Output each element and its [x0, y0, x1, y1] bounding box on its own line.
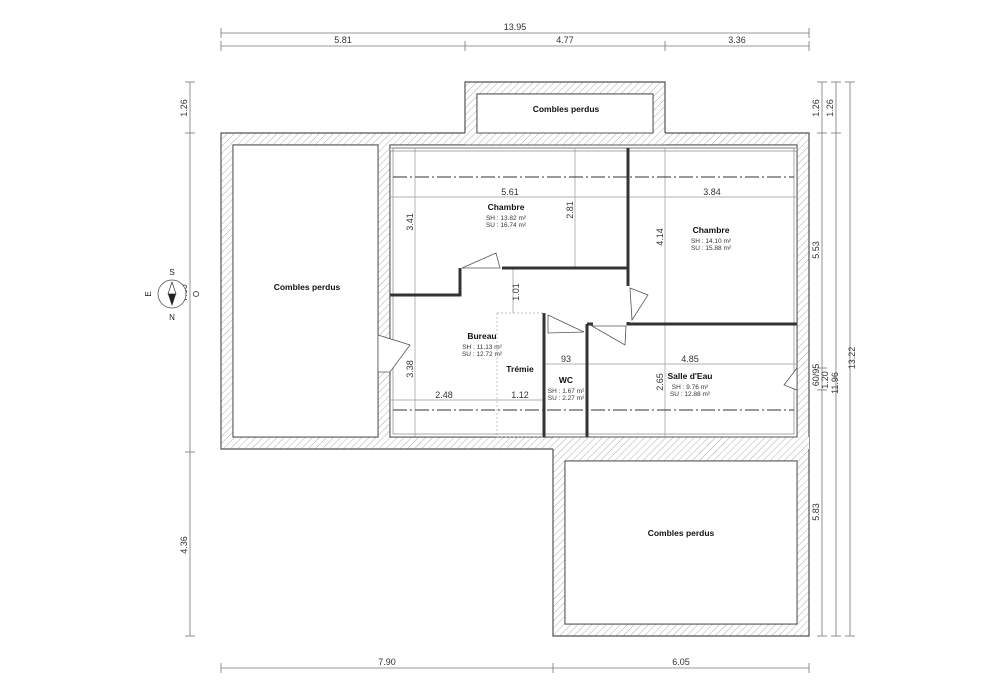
room-salle-eau: Salle d'Eau [667, 371, 712, 381]
dim-inner-338: 3.38 [405, 360, 415, 378]
dim-top-total: 13.95 [504, 22, 527, 32]
doors [377, 252, 798, 391]
dim-inner-414: 4.14 [655, 228, 665, 246]
dim-right-a3: 60/95 [811, 364, 821, 387]
room-chambre-2-sh: SH : 14.10 m² [691, 238, 732, 245]
compass-n: N [169, 313, 175, 322]
door-window-right [783, 366, 798, 391]
room-chambre-1-sh: SH : 13.82 m² [486, 215, 527, 222]
dim-right-a5: 5.83 [811, 503, 821, 521]
room-combles-bottom: Combles perdus [648, 528, 715, 538]
room-bureau: Bureau [467, 331, 496, 341]
dim-left-1: 1.26 [179, 99, 189, 117]
compass-e: E [144, 291, 153, 296]
room-bureau-sh: SH : 11.13 m² [462, 344, 502, 351]
dim-right-b2: 11.96 [830, 372, 840, 394]
dim-right-a1: 1.26 [811, 99, 821, 117]
compass-s: S [169, 268, 174, 277]
room-wc: WC [559, 375, 573, 385]
door-chambre1 [461, 252, 501, 269]
dim-bottom-2: 6.05 [672, 657, 690, 667]
dim-right-c: 13.22 [847, 347, 857, 370]
exterior-dimension-lines [185, 28, 855, 673]
dim-inner-248: 2.48 [435, 390, 453, 400]
room-combles-left: Combles perdus [274, 282, 341, 292]
room-combles-top: Combles perdus [533, 104, 600, 114]
compass-o: O [191, 291, 200, 297]
dim-top-1: 5.81 [334, 35, 352, 45]
dim-inner-281: 2.81 [565, 201, 575, 219]
dim-inner-93: 93 [561, 354, 571, 364]
dim-inner-384: 3.84 [703, 187, 721, 197]
dim-bottom-1: 7.90 [378, 657, 396, 667]
dim-top-2: 4.77 [556, 35, 574, 45]
dim-right-a2: 5.53 [811, 241, 821, 259]
door-salle-eau [590, 325, 627, 346]
dim-top-3: 3.36 [728, 35, 746, 45]
room-chambre-2: Chambre [693, 225, 730, 235]
room-bureau-su: SU : 12.72 m² [462, 351, 503, 358]
door-wc [547, 314, 585, 334]
dim-inner-101: 1.01 [511, 283, 521, 301]
room-salle-eau-sh: SH : 9.76 m² [672, 384, 709, 391]
room-wc-su: SU : 2.27 m² [548, 395, 585, 402]
compass-icon: S N E O [144, 268, 200, 322]
room-chambre-1: Chambre [488, 202, 525, 212]
dim-right-b1: 1.26 [825, 99, 835, 117]
room-wc-sh: SH : 1.67 m² [548, 388, 585, 395]
room-chambre-1-su: SU : 16.74 m² [486, 222, 527, 229]
exterior-walls [220, 81, 810, 637]
interior-walls [390, 148, 797, 437]
dim-inner-112: 1.12 [511, 390, 529, 400]
room-chambre-2-su: SU : 15.88 m² [691, 245, 732, 252]
dim-inner-341: 3.41 [405, 213, 415, 231]
room-salle-eau-su: SU : 12.88 m² [670, 391, 711, 398]
room-tremie: Trémie [506, 364, 534, 374]
dim-right-a4: 1.20 [820, 371, 830, 389]
dim-inner-561: 5.61 [501, 187, 519, 197]
dim-inner-485: 4.85 [681, 354, 699, 364]
door-chambre2 [629, 287, 649, 322]
door-combles-left [377, 334, 411, 373]
dim-inner-265: 2.65 [655, 373, 665, 391]
dim-left-3: 4.36 [179, 536, 189, 554]
